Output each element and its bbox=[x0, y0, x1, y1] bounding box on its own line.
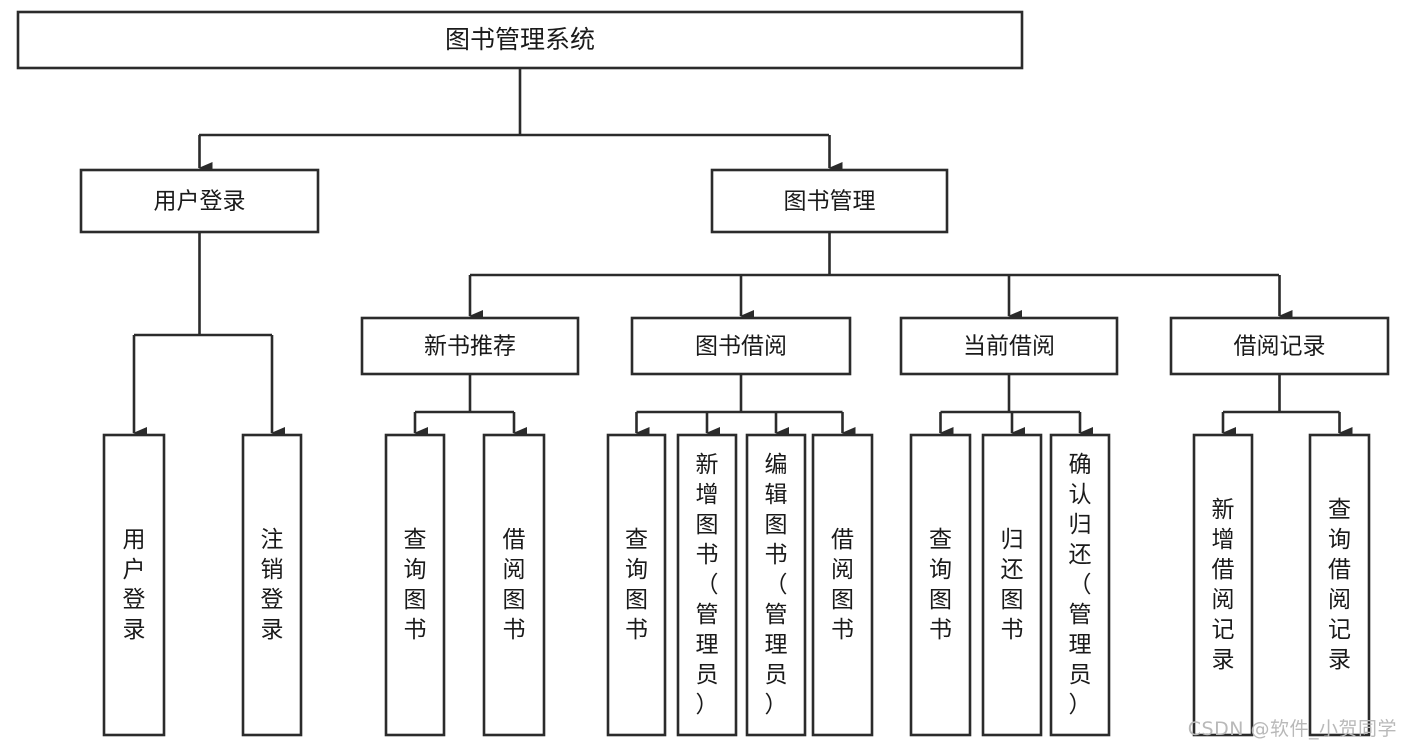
level2-node-user-login-rect bbox=[79, 168, 320, 234]
level3-node-current-borrow[interactable]: 当前借阅 bbox=[899, 316, 1119, 376]
leaf-node-leaf-borrow-book-a-rect bbox=[482, 433, 546, 737]
csdn-watermark: CSDN @软件_小贺同学 bbox=[1187, 718, 1397, 740]
leaf-node-leaf-borrow-book-b-label: 借阅图书 bbox=[831, 527, 854, 643]
leaf-node-leaf-borrow-book-b-rect bbox=[811, 433, 874, 737]
level3-node-book-borrow[interactable]: 图书借阅 bbox=[630, 316, 852, 376]
leaf-node-leaf-return-book-rect bbox=[981, 433, 1043, 737]
node-layer: 图书管理系统用户登录图书管理新书推荐图书借阅当前借阅借阅记录用户登录注销登录查询… bbox=[16, 10, 1390, 737]
leaf-node-leaf-query-borrow-record[interactable]: 查询借阅记录 bbox=[1308, 433, 1371, 737]
leaf-node-leaf-borrow-book-a-label: 借阅图书 bbox=[503, 527, 526, 643]
level3-node-book-borrow-rect bbox=[630, 316, 852, 376]
leaf-node-leaf-borrow-book-a[interactable]: 借阅图书 bbox=[482, 433, 546, 737]
leaf-node-leaf-query-book-a-label: 查询图书 bbox=[404, 527, 427, 643]
leaf-node-leaf-logout-login[interactable]: 注销登录 bbox=[241, 433, 303, 737]
leaf-node-leaf-confirm-return[interactable]: 确认归还（管理员） bbox=[1049, 433, 1111, 737]
leaf-node-leaf-add-book[interactable]: 新增图书（管理员） bbox=[676, 433, 738, 737]
level3-node-current-borrow-rect bbox=[899, 316, 1119, 376]
root-node-root-label: 图书管理系统 bbox=[445, 25, 595, 54]
leaf-node-leaf-edit-book-rect bbox=[745, 433, 807, 737]
leaf-node-leaf-edit-book-label: 编辑图书（管理员） bbox=[765, 452, 788, 718]
leaf-node-leaf-query-book-c-rect bbox=[909, 433, 972, 737]
level2-node-user-login-label: 用户登录 bbox=[154, 189, 246, 215]
leaf-node-leaf-add-borrow-record-label: 新增借阅记录 bbox=[1212, 497, 1235, 673]
leaf-node-leaf-logout-login-rect bbox=[241, 433, 303, 737]
leaf-node-leaf-query-book-c[interactable]: 查询图书 bbox=[909, 433, 972, 737]
leaf-node-leaf-confirm-return-rect bbox=[1049, 433, 1111, 737]
leaf-node-leaf-edit-book[interactable]: 编辑图书（管理员） bbox=[745, 433, 807, 737]
level2-node-book-manage-label: 图书管理 bbox=[784, 189, 876, 215]
leaf-node-leaf-add-borrow-record-rect bbox=[1192, 433, 1254, 737]
level3-node-borrow-record-rect bbox=[1169, 316, 1390, 376]
level3-node-new-book-recommend-rect bbox=[360, 316, 580, 376]
leaf-node-leaf-query-book-c-label: 查询图书 bbox=[929, 527, 952, 643]
leaf-node-leaf-return-book-label: 归还图书 bbox=[1001, 527, 1024, 643]
root-node-root[interactable]: 图书管理系统 bbox=[16, 10, 1024, 70]
leaf-node-leaf-query-borrow-record-label: 查询借阅记录 bbox=[1328, 497, 1351, 673]
leaf-node-leaf-add-book-label: 新增图书（管理员） bbox=[696, 452, 719, 718]
leaf-node-leaf-query-book-a[interactable]: 查询图书 bbox=[384, 433, 446, 737]
root-node-root-rect bbox=[16, 10, 1024, 70]
leaf-node-leaf-add-book-rect bbox=[676, 433, 738, 737]
level2-node-book-manage-rect bbox=[710, 168, 949, 234]
leaf-node-leaf-add-borrow-record[interactable]: 新增借阅记录 bbox=[1192, 433, 1254, 737]
level3-node-new-book-recommend-label: 新书推荐 bbox=[424, 334, 516, 360]
level3-node-borrow-record-label: 借阅记录 bbox=[1234, 334, 1326, 360]
leaf-node-leaf-borrow-book-b[interactable]: 借阅图书 bbox=[811, 433, 874, 737]
leaf-node-leaf-user-login-rect bbox=[102, 433, 166, 737]
level3-node-borrow-record[interactable]: 借阅记录 bbox=[1169, 316, 1390, 376]
leaf-node-leaf-confirm-return-label: 确认归还（管理员） bbox=[1069, 452, 1092, 718]
leaf-node-leaf-query-borrow-record-rect bbox=[1308, 433, 1371, 737]
level2-node-book-manage[interactable]: 图书管理 bbox=[710, 168, 949, 234]
leaf-node-leaf-user-login-label: 用户登录 bbox=[123, 527, 146, 643]
level2-node-user-login[interactable]: 用户登录 bbox=[79, 168, 320, 234]
level3-node-book-borrow-label: 图书借阅 bbox=[695, 334, 787, 360]
leaf-node-leaf-return-book[interactable]: 归还图书 bbox=[981, 433, 1043, 737]
leaf-node-leaf-logout-login-label: 注销登录 bbox=[261, 527, 284, 643]
leaf-node-leaf-query-book-a-rect bbox=[384, 433, 446, 737]
leaf-node-leaf-query-book-b-label: 查询图书 bbox=[625, 527, 648, 643]
level3-node-current-borrow-label: 当前借阅 bbox=[963, 334, 1055, 360]
leaf-node-leaf-query-book-b-rect bbox=[606, 433, 667, 737]
connector-layer bbox=[132, 68, 1353, 439]
leaf-node-leaf-query-book-b[interactable]: 查询图书 bbox=[606, 433, 667, 737]
leaf-node-leaf-user-login[interactable]: 用户登录 bbox=[102, 433, 166, 737]
level3-node-new-book-recommend[interactable]: 新书推荐 bbox=[360, 316, 580, 376]
